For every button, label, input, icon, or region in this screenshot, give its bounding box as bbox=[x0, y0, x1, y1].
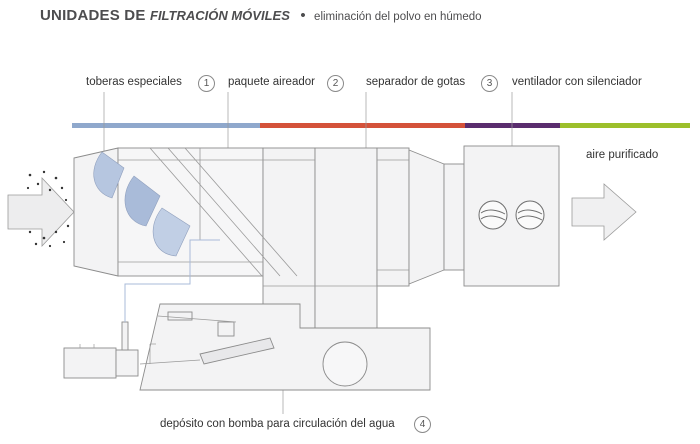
pump-outlet-pipe bbox=[121, 321, 129, 351]
callout-number-1: 1 bbox=[198, 75, 215, 92]
label-paquete: paquete aireador bbox=[228, 76, 315, 88]
separator-column bbox=[262, 147, 316, 329]
fan-housing bbox=[463, 145, 560, 287]
label-toberas: toberas especiales bbox=[86, 76, 182, 88]
callout-number-2: 2 bbox=[327, 75, 344, 92]
outlet-reducer bbox=[408, 149, 445, 285]
callout-number-4: 4 bbox=[414, 416, 431, 433]
level-control bbox=[167, 311, 193, 321]
title-main: UNIDADES DE bbox=[40, 7, 146, 24]
band-aire bbox=[560, 123, 690, 128]
label-separador: separador de gotas bbox=[366, 76, 466, 88]
pump-motor bbox=[63, 347, 117, 379]
float-valve bbox=[217, 321, 235, 337]
page-title: UNIDADES DE FILTRACIÓN MÓVILES • elimina… bbox=[40, 7, 482, 25]
dust-particles-icon bbox=[26, 170, 70, 248]
pump-body bbox=[115, 349, 139, 377]
fan-neck bbox=[443, 163, 465, 271]
band-separador bbox=[260, 123, 465, 128]
title-subtitle: eliminación del polvo en húmedo bbox=[314, 11, 482, 23]
label-ventilador: ventilador con silenciador bbox=[512, 76, 642, 88]
nozzles-icon bbox=[93, 151, 191, 257]
water-pipe bbox=[124, 239, 220, 322]
nozzle-lance bbox=[199, 337, 275, 365]
fan-icon bbox=[478, 200, 545, 230]
outlet-arrow-icon bbox=[571, 183, 637, 241]
inlet-arrow-icon bbox=[7, 176, 75, 248]
title-emphasis: FILTRACIÓN MÓVILES bbox=[150, 8, 290, 23]
separator-chamber bbox=[314, 147, 378, 329]
tank-inspection-port bbox=[322, 341, 368, 387]
band-ventilador bbox=[465, 123, 560, 128]
separator-frame bbox=[376, 147, 410, 287]
title-bullet: • bbox=[300, 7, 306, 24]
label-deposito: depósito con bomba para circulación del … bbox=[160, 418, 395, 430]
callout-number-3: 3 bbox=[481, 75, 498, 92]
label-aire-purificado: aire purificado bbox=[586, 149, 659, 161]
band-toberas bbox=[72, 123, 260, 128]
